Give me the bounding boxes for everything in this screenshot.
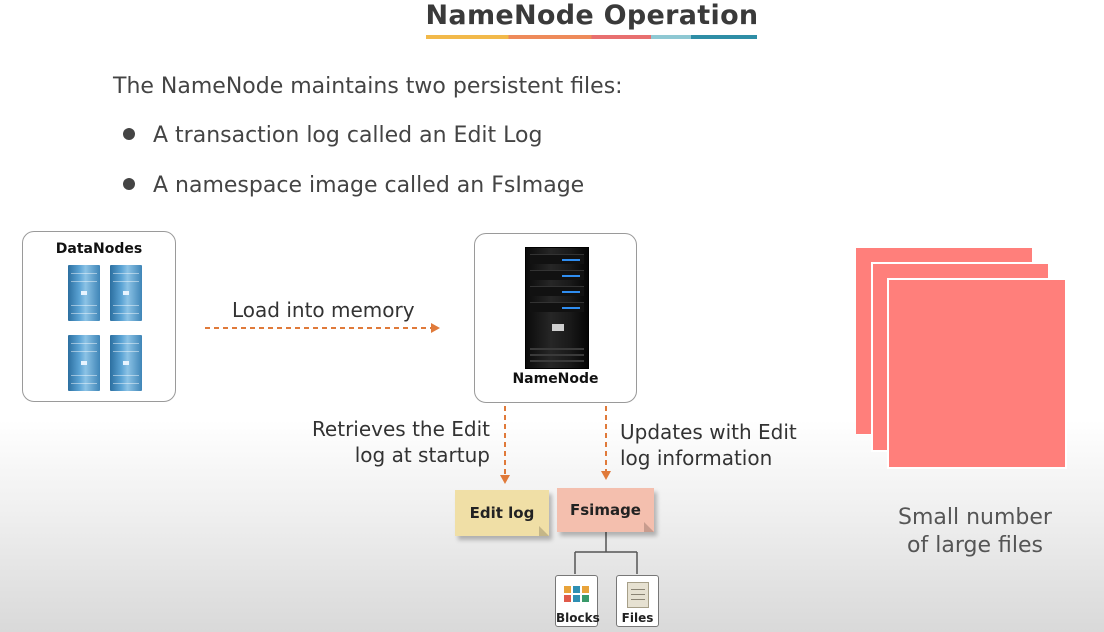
server-rack-icon <box>525 247 589 369</box>
large-file-sheet <box>887 278 1067 469</box>
updates-line-1: Updates with Edit <box>620 420 797 444</box>
datanodes-box: DataNodes <box>22 231 176 402</box>
title-underline <box>426 35 757 39</box>
bullet-dot-icon <box>123 178 135 190</box>
bullet-dot-icon <box>123 128 135 140</box>
server-icon <box>110 335 142 391</box>
updates-line-2: log information <box>620 446 773 470</box>
intro-text: The NameNode maintains two persistent fi… <box>113 74 623 99</box>
file-icon <box>627 582 649 608</box>
bullet-text: A transaction log called an Edit Log <box>153 123 543 148</box>
datanodes-label: DataNodes <box>55 241 143 257</box>
server-icon <box>68 265 100 321</box>
small-files-line-1: Small number <box>898 505 1052 530</box>
blocks-label: Blocks <box>556 611 600 625</box>
load-into-memory-label: Load into memory <box>232 298 415 322</box>
retrieves-line-2: log at startup <box>354 443 490 467</box>
small-number-large-files-label: Small number of large files <box>880 504 1070 560</box>
bullet-text: A namespace image called an FsImage <box>153 173 585 198</box>
namenode-label: NameNode <box>512 371 599 387</box>
blocks-box: Blocks <box>555 575 600 627</box>
updates-label: Updates with Edit log information <box>620 419 820 471</box>
small-files-line-2: of large files <box>907 533 1043 558</box>
server-icon <box>68 335 100 391</box>
fsimage-note: Fsimage <box>557 488 654 532</box>
fsimage-label: Fsimage <box>570 501 641 519</box>
edit-log-label: Edit log <box>469 504 535 522</box>
retrieves-label: Retrieves the Edit log at startup <box>300 416 490 468</box>
files-label: Files <box>621 611 654 625</box>
bullet-item-fsimage: A namespace image called an FsImage <box>123 173 584 198</box>
retrieves-line-1: Retrieves the Edit <box>311 417 490 441</box>
bullet-item-edit-log: A transaction log called an Edit Log <box>123 123 542 148</box>
server-icon <box>110 265 142 321</box>
files-box: Files <box>616 575 659 627</box>
edit-log-note: Edit log <box>455 490 549 536</box>
page-title: NameNode Operation <box>425 0 759 31</box>
